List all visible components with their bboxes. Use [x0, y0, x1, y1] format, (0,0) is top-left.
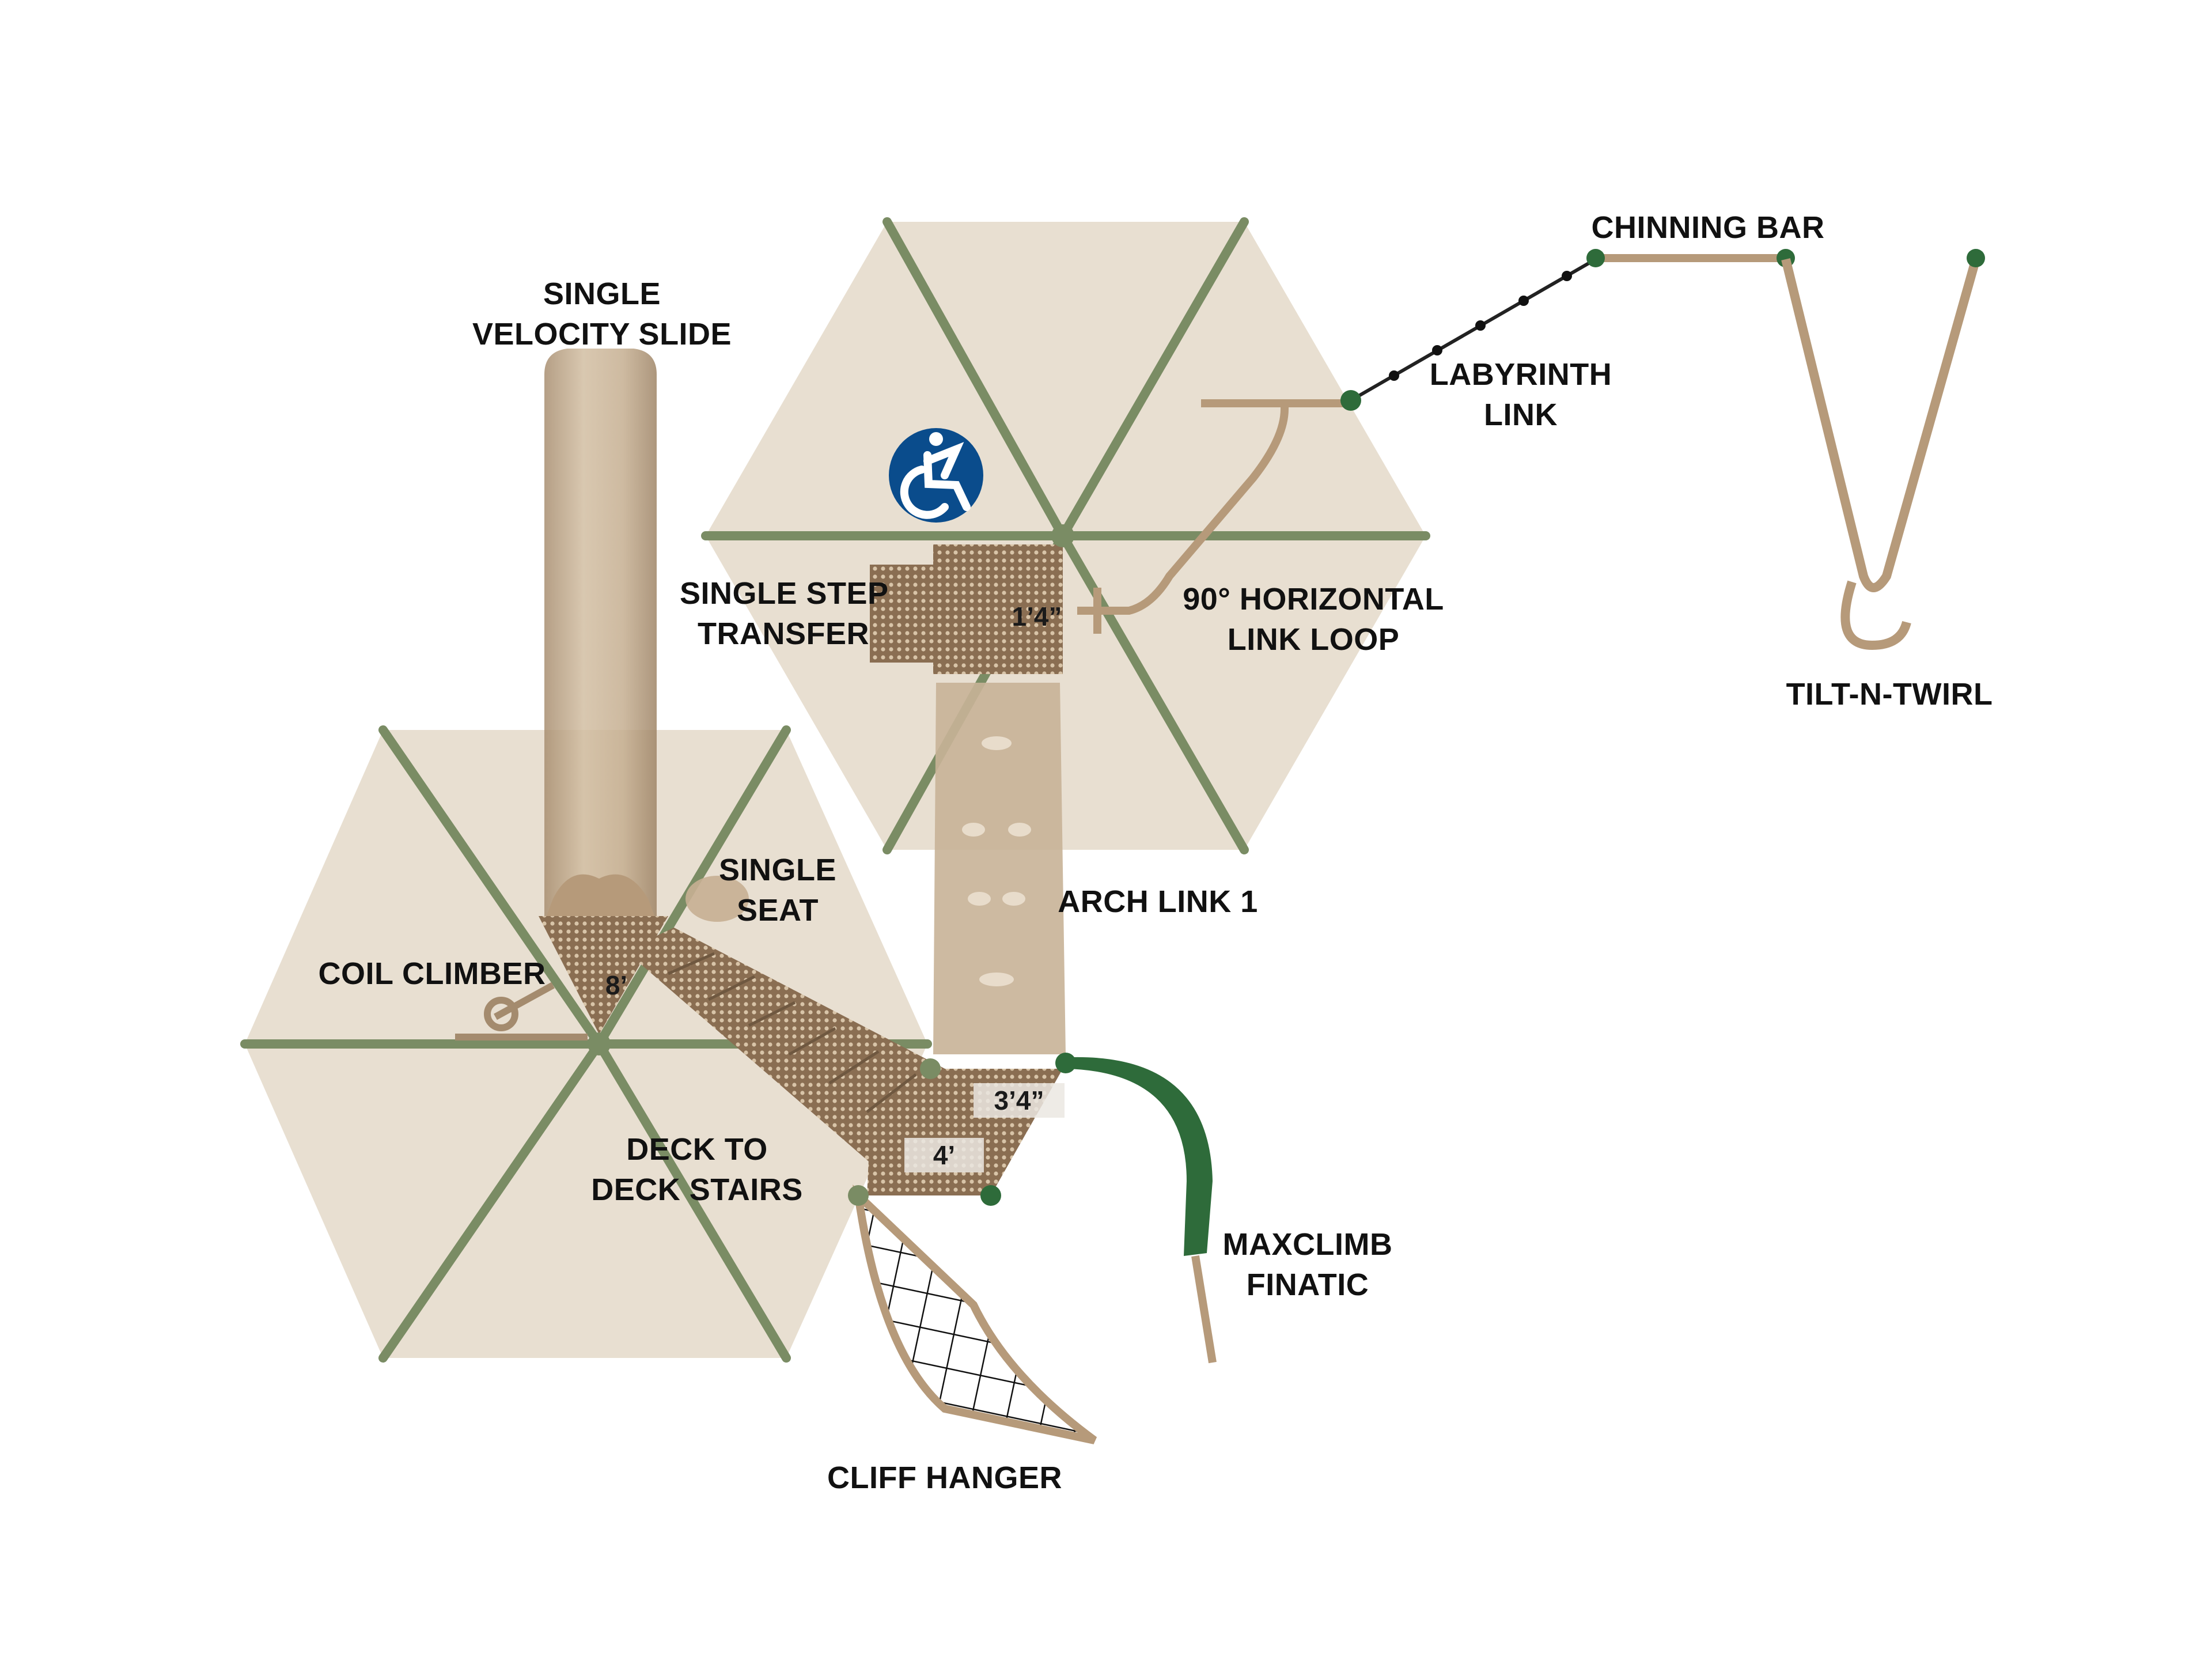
maxclimb-finatic	[1066, 1057, 1217, 1364]
transfer-deck	[933, 544, 1063, 674]
deck-to-deck-stairs	[625, 928, 950, 1172]
horizontal-link-loop	[1077, 399, 1348, 634]
labyrinth-link	[1350, 258, 1597, 402]
label-single-step-transfer: SINGLE STEP TRANSFER	[680, 576, 889, 651]
label-coil-climber: COIL CLIMBER	[318, 956, 546, 991]
label-labyrinth-link: LABYRINTH LINK	[1429, 357, 1612, 432]
single-velocity-slide	[544, 349, 657, 922]
cliff-hanger	[853, 1184, 1097, 1444]
accessibility-icon	[889, 428, 983, 523]
deck-height-left: 8’	[605, 970, 628, 1000]
tilt-n-twirl	[1781, 249, 1985, 650]
coil-climber	[455, 982, 588, 1041]
label-single-seat: SINGLE SEAT	[718, 853, 837, 928]
label-tilt-n-twirl: TILT-N-TWIRL	[1786, 677, 1993, 712]
deck-height-mid: 3’4”	[974, 1083, 1065, 1118]
label-arch-link: ARCH LINK 1	[1058, 884, 1258, 919]
single-seat	[685, 876, 749, 922]
single-step-transfer	[870, 565, 933, 663]
arch-link	[933, 683, 1066, 1054]
label-horizontal-link-loop: 90° HORIZONTAL LINK LOOP	[1183, 582, 1444, 657]
label-chinning-bar: CHINNING BAR	[1591, 210, 1825, 245]
deck-height-low: 4’	[904, 1138, 984, 1172]
chinning-bar	[1586, 249, 1795, 267]
post-caps	[588, 390, 1361, 1206]
label-single-velocity-slide: SINGLE VELOCITY SLIDE	[472, 277, 732, 351]
label-maxclimb-finatic: MAXCLIMB FINATIC	[1222, 1227, 1393, 1302]
deck-height-transfer: 1’4”	[1012, 601, 1062, 631]
label-deck-to-deck-stairs: DECK TO DECK STAIRS	[591, 1132, 803, 1207]
label-cliff-hanger: CLIFF HANGER	[827, 1461, 1062, 1495]
